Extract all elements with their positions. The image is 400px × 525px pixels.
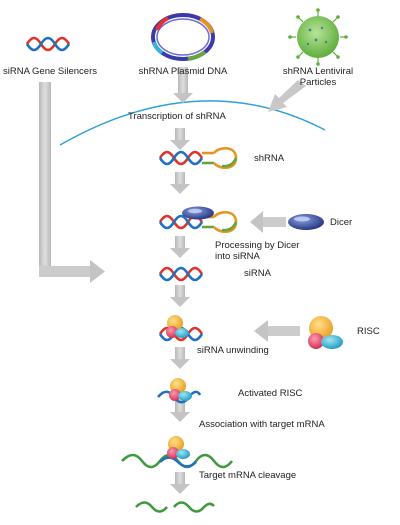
label-shrna: shRNA (254, 153, 285, 164)
sirna-duplex-icon (158, 266, 204, 282)
cell-membrane (59, 100, 326, 146)
cleaved-mrna-icon (135, 501, 215, 513)
shrna-hairpin-icon (158, 147, 238, 169)
label-target-mrna-cleavage: Target mRNA cleavage (199, 470, 297, 481)
label-sirna-gene-silencers: siRNA Gene Silencers (3, 66, 97, 77)
dicer-processing-icon (158, 206, 238, 233)
label-processing-by-dicer: Processing by Dicer (215, 240, 300, 251)
label-transcription: Transcription of shRNA (128, 111, 226, 122)
risc-complex-icon (308, 316, 343, 349)
plasmid-dna-icon (151, 13, 215, 61)
label-sirna: siRNA (244, 268, 271, 279)
arrow-step-5 (170, 347, 190, 369)
risc-loading-icon (158, 315, 204, 342)
arrow-lentiviral (268, 80, 306, 112)
lentiviral-particle-icon (288, 8, 348, 66)
sirna-silencer-icon (25, 36, 71, 52)
label-shrna-plasmid-dna: shRNA Plasmid DNA (138, 66, 228, 77)
label-risc: RISC (357, 326, 380, 337)
arrow-step-7 (170, 472, 190, 494)
label-activated-risc: Activated RISC (238, 388, 303, 399)
label-shrna-lentiviral: shRNA Lentiviral (282, 66, 354, 77)
label-association-target-mrna: Association with target mRNA (199, 419, 325, 430)
activated-risc-icon (157, 378, 202, 404)
arrow-sirna-bypass (39, 82, 105, 283)
arrow-step-1 (170, 128, 190, 150)
label-lentiviral-particles: Particles (299, 77, 337, 88)
risc-arrow (254, 320, 300, 342)
arrow-plasmid-down (173, 67, 193, 103)
label-sirna-unwinding: siRNA unwinding (197, 345, 269, 356)
dicer-enzyme-icon (288, 214, 324, 230)
arrow-step-4 (170, 285, 190, 307)
arrow-step-2 (170, 172, 190, 194)
label-dicer: Dicer (330, 217, 353, 228)
target-mrna-association-icon (121, 436, 234, 469)
arrow-step-3 (170, 236, 190, 258)
label-into-sirna: into siRNA (215, 251, 260, 262)
dicer-arrow (250, 211, 286, 233)
